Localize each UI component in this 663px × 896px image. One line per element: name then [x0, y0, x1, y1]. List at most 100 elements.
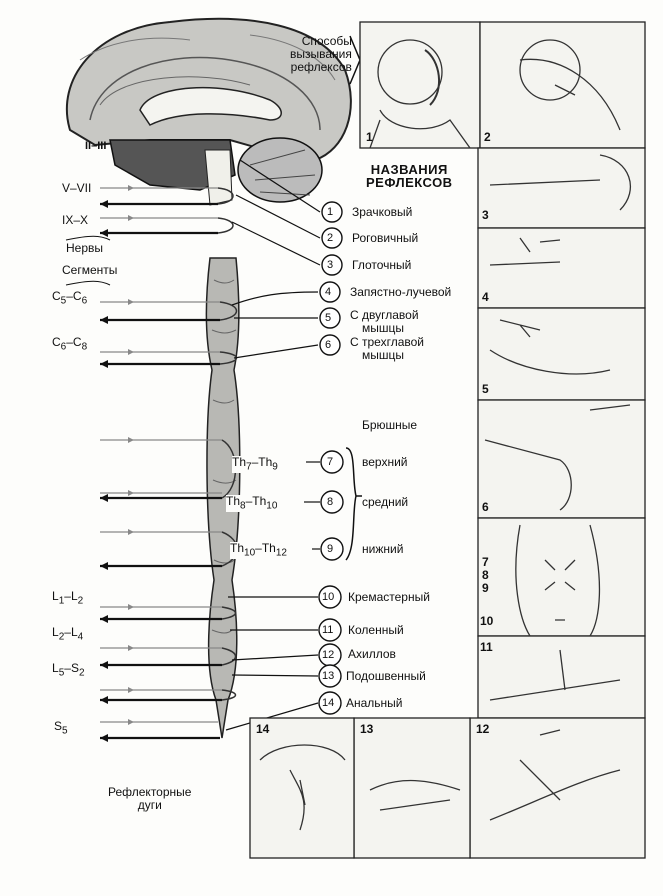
segment-main: C	[52, 289, 61, 303]
reflex-number-11: 11	[322, 624, 334, 636]
segment-main: Th	[226, 494, 241, 508]
panel-number-5: 5	[482, 382, 489, 396]
segment-sub: 1	[58, 595, 65, 607]
reflex-name-5-line-1: С двуглавой	[350, 308, 419, 322]
panel-number-10: 10	[480, 614, 494, 628]
segment-dash: –	[245, 494, 253, 508]
methods-label-line-2: вызывания	[290, 47, 352, 61]
reflex-number-8: 8	[327, 496, 334, 508]
reflex-number-4: 4	[325, 286, 332, 298]
brain-illustration	[65, 17, 352, 206]
segment-dash: –	[66, 335, 73, 349]
segment-label-l1-l2: L1–L2	[52, 590, 83, 607]
names-heading: НАЗВАНИЯ РЕФЛЕКСОВ	[366, 163, 453, 189]
reflex-name-6-line-2: мышцы	[362, 348, 404, 362]
panel-number-1: 1	[366, 130, 373, 144]
names-heading-line-1: НАЗВАНИЯ	[370, 162, 448, 177]
reflex-name-11: Коленный	[348, 623, 404, 637]
segment-sub2: 9	[272, 461, 278, 473]
nerves-underline	[65, 235, 111, 286]
panel-number-7: 7	[482, 555, 489, 569]
segment-label-th7-th9: Th7–Th9	[232, 455, 278, 474]
reflex-number-5: 5	[325, 312, 332, 324]
reflex-arcs-caption: Рефлекторные дуги	[108, 786, 191, 812]
panel-number-12: 12	[476, 722, 490, 736]
segment-sub: 7	[246, 461, 252, 473]
segment-main2: C	[72, 289, 82, 303]
panel-number-9: 9	[482, 581, 489, 595]
methods-label-line-3: рефлексов	[290, 60, 352, 74]
reflex-name-13: Подошвенный	[346, 669, 426, 683]
methods-label: Способы вызывания рефлексов	[290, 35, 352, 74]
panel-number-6: 6	[482, 500, 489, 514]
reflex-number-9: 9	[327, 543, 334, 555]
cranial-ii-iii-label: II–III	[85, 140, 107, 152]
segment-main2: S	[70, 661, 79, 675]
segment-sub: 5	[62, 725, 68, 737]
reflex-number-7: 7	[327, 456, 334, 468]
segment-main: Th	[232, 455, 247, 469]
reflex-arcs-caption-line-2: дуги	[137, 798, 162, 812]
panel-sketches	[259, 39, 631, 831]
segment-label-th8-th10: Th8–Th10	[226, 494, 278, 513]
segment-main: L	[52, 661, 59, 675]
segment-main2: Th	[252, 494, 267, 508]
segment-main2: Th	[258, 455, 273, 469]
segment-dash: –	[255, 541, 262, 555]
reflex-number-2: 2	[327, 232, 334, 244]
segment-sub: 5	[60, 295, 67, 307]
segment-sub2: 10	[266, 500, 278, 512]
reflex-name-2: Роговичный	[352, 231, 419, 245]
segment-main: L	[52, 589, 59, 603]
segment-sub: 8	[240, 500, 246, 512]
segment-label-l5-s2: L5–S2	[52, 662, 85, 679]
segment-label-l2-l4: L2–L4	[52, 626, 83, 643]
segment-dash: –	[251, 455, 259, 469]
panel-number-7-8-9: 7 8 9	[482, 556, 489, 595]
segment-dash: –	[64, 589, 71, 603]
segment-sub2: 4	[77, 631, 84, 643]
segment-sub2: 2	[77, 595, 84, 607]
segment-dash: –	[66, 289, 73, 303]
segment-label-s5: S5	[54, 720, 68, 737]
panel-number-13: 13	[360, 722, 374, 736]
reflex-name-6-line-1: С трехглавой	[350, 335, 424, 349]
reflex-name-8: средний	[362, 495, 409, 509]
panel-number-4: 4	[482, 290, 489, 304]
reflex-name-5-line-2: мышцы	[362, 321, 404, 335]
photo-panels	[249, 21, 646, 859]
segment-main2: L	[70, 625, 78, 639]
segment-sub: 10	[244, 547, 256, 559]
segment-main2: L	[70, 589, 78, 603]
leader-lines	[225, 159, 321, 731]
reflex-name-14: Анальный	[346, 696, 403, 710]
segment-label-c5-c6: C5–C6	[52, 290, 87, 307]
reflex-name-10: Кремастерный	[348, 590, 430, 604]
segment-label-th10-th12: Th10–Th12	[230, 541, 287, 560]
reflex-number-10: 10	[322, 591, 335, 603]
nerves-label: Нервы	[66, 241, 104, 255]
panel-number-14: 14	[256, 722, 270, 736]
methods-label-line-1: Способы	[301, 34, 352, 48]
segment-sub2: 12	[275, 547, 287, 559]
cranial-v-vii-label: V–VII	[62, 181, 92, 195]
reflex-number-12: 12	[322, 649, 335, 661]
segment-sub: 5	[58, 667, 65, 679]
reflex-name-5: С двуглавой мышцы	[350, 309, 419, 335]
abdominal-label: Брюшные	[362, 418, 418, 432]
segment-sub: 2	[58, 631, 65, 643]
segment-main: C	[52, 335, 61, 349]
reflex-name-7: верхний	[362, 455, 408, 469]
reflex-number-14: 14	[322, 697, 335, 709]
reflex-arcs-caption-line-1: Рефлекторные	[108, 785, 192, 799]
segment-main: Th	[230, 541, 245, 555]
names-heading-line-2: РЕФЛЕКСОВ	[366, 175, 453, 190]
panel-number-11: 11	[480, 640, 493, 654]
panel-number-2: 2	[484, 130, 491, 144]
reflex-name-1: Зрачковый	[352, 205, 413, 219]
reflex-number-1: 1	[327, 206, 334, 218]
reflex-name-3: Глоточный	[352, 258, 412, 272]
segment-dash: –	[64, 625, 71, 639]
